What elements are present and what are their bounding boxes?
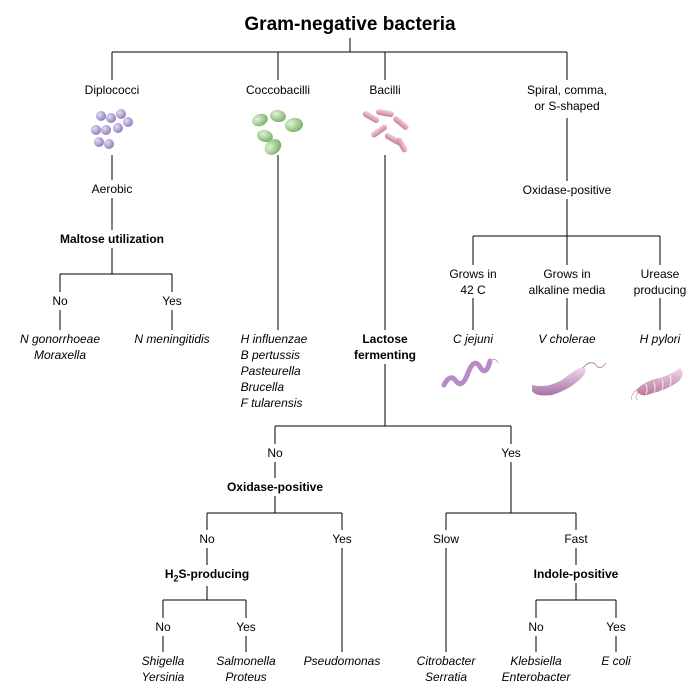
organism-c-jejuni: C jejuni — [450, 331, 496, 347]
label-urease-line1: Urease — [640, 267, 680, 281]
organism-pseudomonas: Pseudomonas — [301, 653, 383, 669]
label-h2s-no: No — [153, 619, 173, 635]
h2s-h: H — [164, 567, 174, 581]
label-lactose-line1: Lactose — [362, 332, 408, 346]
organism-enterobacter: Enterobacter — [501, 670, 571, 684]
label-indole-positive: Indole-positive — [531, 566, 621, 582]
organism-v-cholerae: V cholerae — [536, 331, 598, 347]
diplococci-illustration — [91, 109, 133, 149]
label-oxidase-no: No — [197, 531, 217, 547]
label-bacilli-oxidase-positive: Oxidase-positive — [224, 479, 326, 495]
label-bacilli: Bacilli — [367, 82, 403, 98]
c-jejuni-illustration — [441, 358, 499, 388]
label-indole-yes: Yes — [604, 619, 628, 635]
organism-klebsiella: Klebsiella — [510, 654, 562, 668]
organism-e-coli: E coli — [599, 653, 633, 669]
label-spiral-oxidase-positive: Oxidase-positive — [520, 182, 614, 198]
label-maltose-no: No — [50, 293, 70, 309]
label-grows-42c-line1: Grows in — [449, 267, 497, 281]
label-spiral-line1: Spiral, comma, — [526, 83, 608, 97]
h2s-suffix: S-producing — [178, 567, 250, 581]
h2s-subscript: 2 — [173, 573, 179, 584]
organism-n-gonorrhoeae: N gonorrhoeae — [19, 332, 101, 346]
organism-brucella: Brucella — [240, 380, 284, 394]
organism-proteus: Proteus — [225, 670, 267, 684]
label-grows-42c-line2: 42 C — [460, 283, 486, 297]
label-lactose-line2: fermenting — [353, 348, 417, 362]
label-grows-alkaline-line1: Grows in — [543, 267, 591, 281]
organism-n-meningitidis: N meningitidis — [132, 331, 212, 347]
organism-klebsiella-group: Klebsiella Enterobacter — [499, 653, 573, 685]
label-lactose-no: No — [265, 445, 285, 461]
organism-salmonella-group: Salmonella Proteus — [214, 653, 278, 685]
label-coccobacilli: Coccobacilli — [243, 82, 313, 98]
organism-pasteurella: Pasteurella — [240, 364, 301, 378]
label-grows-42c: Grows in 42 C — [447, 266, 499, 298]
label-spiral: Spiral, comma, or S-shaped — [524, 82, 610, 114]
label-grows-alkaline-line2: alkaline media — [528, 283, 606, 297]
label-grows-alkaline: Grows in alkaline media — [526, 266, 608, 298]
organism-salmonella: Salmonella — [216, 654, 276, 668]
organism-citrobacter: Citrobacter — [416, 654, 476, 668]
diagram-title: Gram-negative bacteria — [244, 14, 456, 35]
label-h2s-yes: Yes — [234, 619, 258, 635]
organism-moraxella: Moraxella — [33, 348, 87, 362]
label-h2s-producing: H2S-producing — [162, 566, 252, 587]
label-lactose-fermenting: Lactose fermenting — [351, 331, 419, 363]
organism-shigella: Shigella — [141, 654, 185, 668]
organism-h-influenzae: H influenzae — [240, 332, 308, 346]
bacilli-illustration — [362, 108, 409, 153]
coccobacilli-illustration — [252, 109, 303, 155]
organism-yersinia: Yersinia — [141, 670, 185, 684]
organism-citrobacter-group: Citrobacter Serratia — [414, 653, 478, 685]
label-urease-producing: Urease producing — [631, 266, 689, 298]
label-spiral-line2: or S-shaped — [534, 99, 600, 113]
coccobacilli-organism-list: H influenzae B pertussis Pasteurella Bru… — [238, 331, 310, 411]
label-diplococci: Diplococci — [82, 82, 142, 98]
organism-n-gonorrhoeae-group: N gonorrhoeae Moraxella — [17, 331, 103, 363]
organism-f-tularensis: F tularensis — [240, 396, 303, 410]
organism-shigella-group: Shigella Yersinia — [139, 653, 187, 685]
label-lactose-yes: Yes — [499, 445, 523, 461]
label-maltose-yes: Yes — [160, 293, 184, 309]
label-oxidase-yes: Yes — [330, 531, 354, 547]
organism-b-pertussis: B pertussis — [240, 348, 300, 362]
organism-serratia: Serratia — [424, 670, 468, 684]
label-maltose-utilization: Maltose utilization — [57, 231, 167, 247]
organism-h-pylori: H pylori — [637, 331, 683, 347]
label-fast: Fast — [562, 531, 590, 547]
h-pylori-illustration — [631, 368, 683, 400]
label-urease-line2: producing — [633, 283, 687, 297]
label-slow: Slow — [430, 531, 462, 547]
label-indole-no: No — [526, 619, 546, 635]
v-cholerae-illustration — [532, 362, 607, 396]
label-aerobic: Aerobic — [89, 181, 135, 197]
